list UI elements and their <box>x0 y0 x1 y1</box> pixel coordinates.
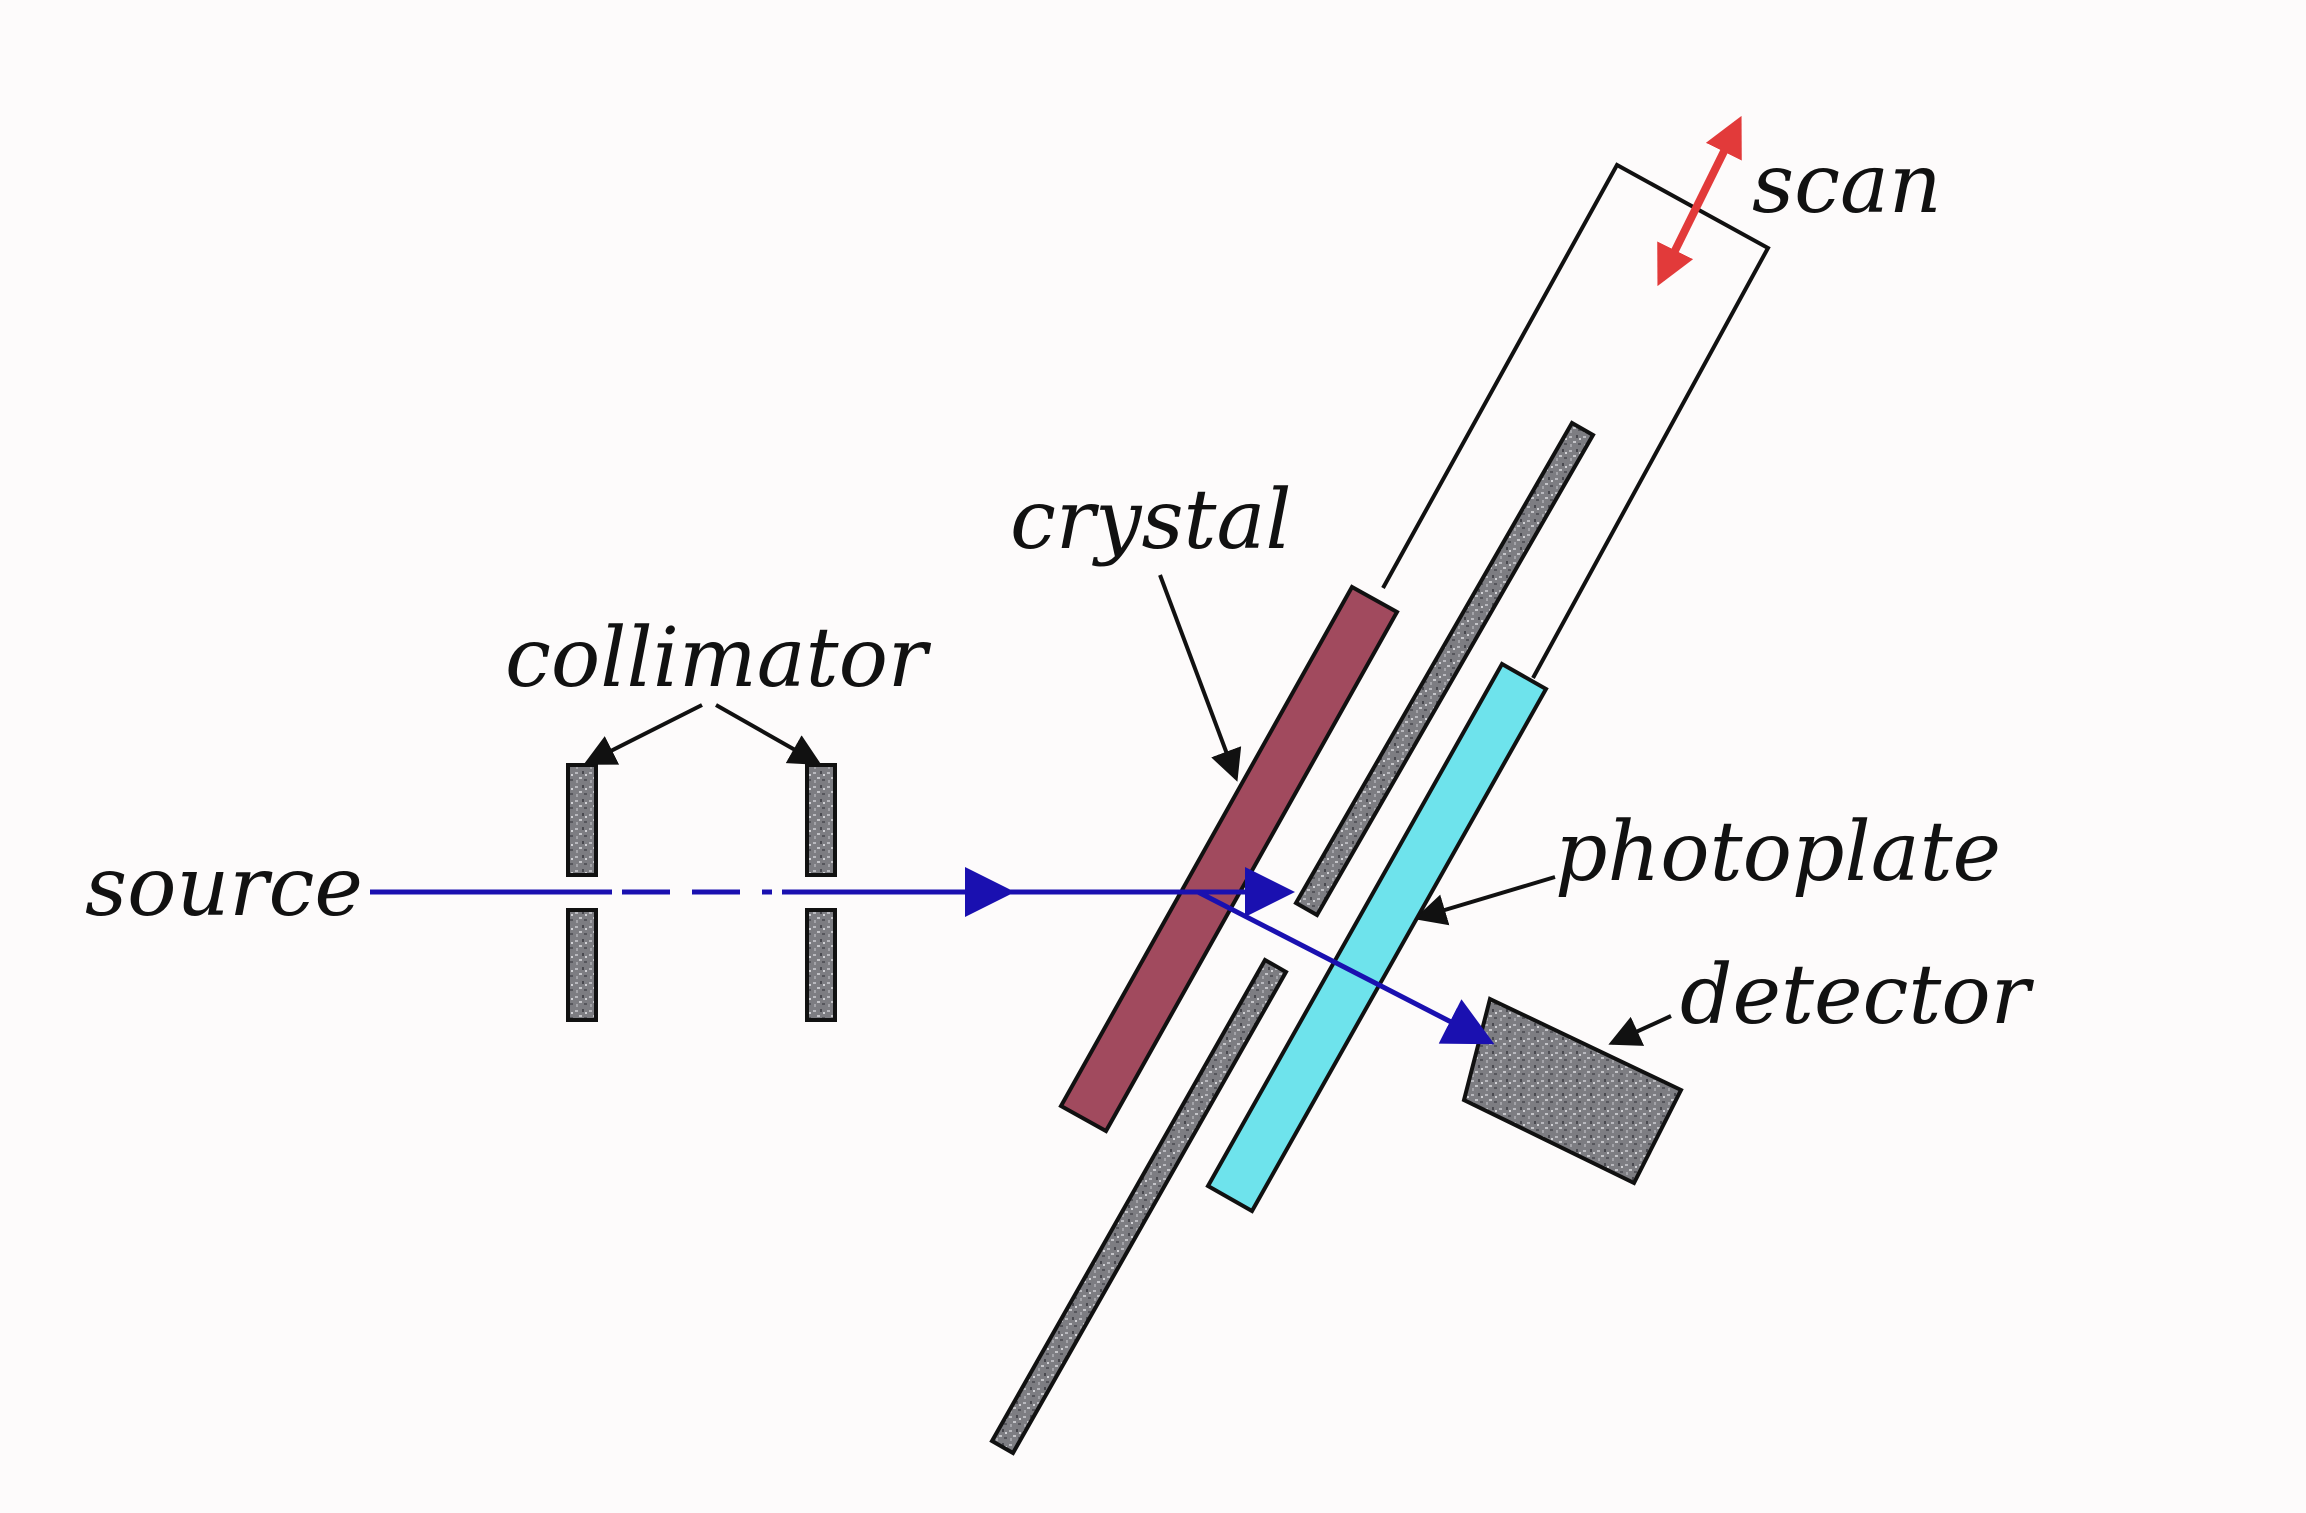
scan-frame <box>1381 162 1771 679</box>
label-crystal: crystal <box>1010 473 1292 568</box>
label-source: source <box>85 840 363 935</box>
label-photoplate: photoplate <box>1555 805 2001 900</box>
collimator-left-bottom <box>566 908 598 1022</box>
detector <box>1461 996 1684 1186</box>
collimator-right-top <box>805 763 837 877</box>
collimator-left-top <box>566 763 598 877</box>
scan-arrow <box>1657 115 1742 287</box>
detector-leader <box>1608 1014 1672 1046</box>
lower-shield <box>989 957 1289 1456</box>
photoplate-leader <box>1414 875 1556 926</box>
collimator-right-bottom <box>805 908 837 1022</box>
collimator-leader-left <box>583 703 703 765</box>
crystal-leader <box>1158 574 1242 782</box>
diffracted-beam <box>1196 889 1495 1045</box>
crystal <box>1058 584 1400 1134</box>
upper-shield <box>1293 420 1596 918</box>
label-collimator: collimator <box>505 611 932 706</box>
label-scan: scan <box>1752 137 1942 232</box>
label-detector: detector <box>1680 948 2035 1043</box>
photoplate <box>1205 661 1549 1214</box>
collimator-leader-right <box>715 703 822 765</box>
